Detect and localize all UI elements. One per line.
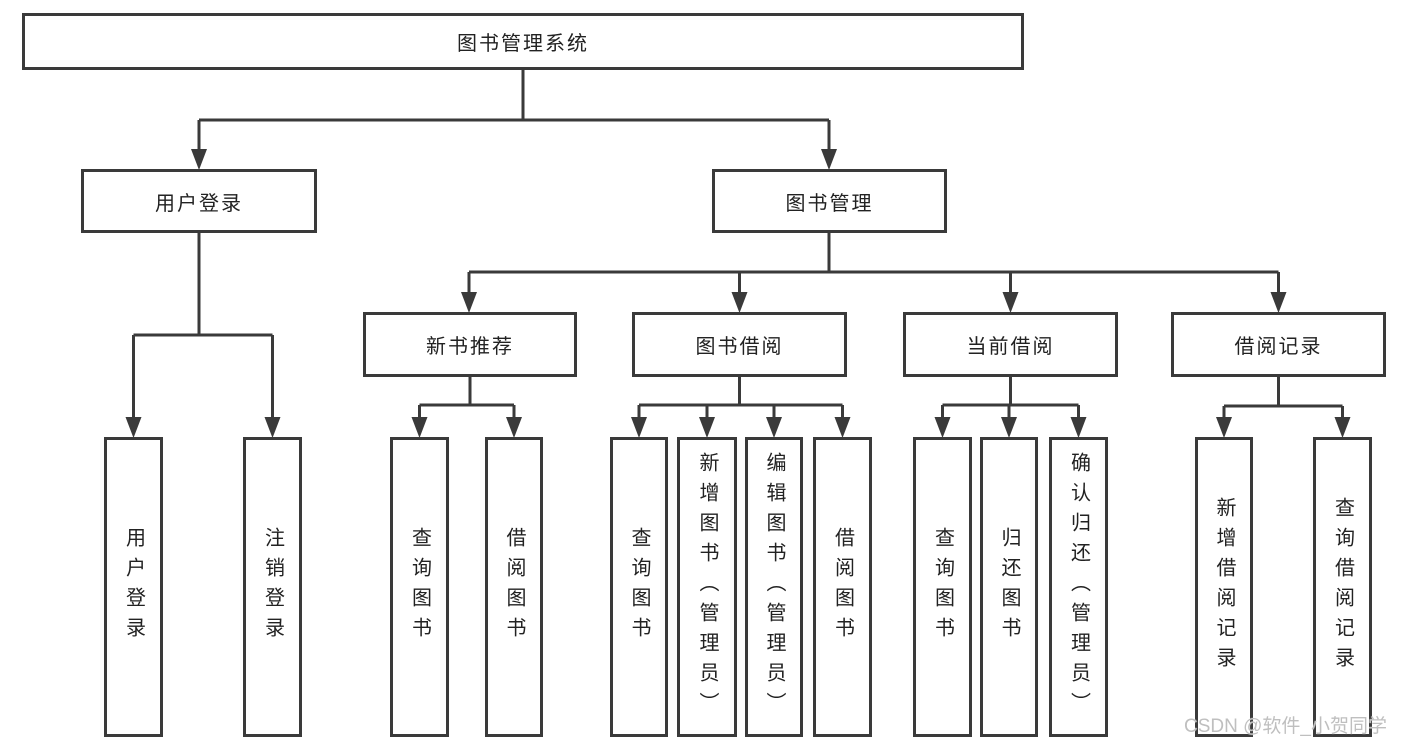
leaf-user-login-label: 用户登录 bbox=[122, 527, 145, 647]
leaf-query-books-current-label: 查询图书 bbox=[931, 527, 954, 647]
leaf-edit-book-admin: 编辑图书（管理员） bbox=[745, 437, 803, 737]
leaf-query-books-borrow-label: 查询图书 bbox=[628, 527, 650, 647]
leaf-return-books: 归还图书 bbox=[980, 437, 1038, 737]
leaf-query-borrow-record: 查询借阅记录 bbox=[1313, 437, 1372, 737]
leaf-borrow-books-recommend: 借阅图书 bbox=[485, 437, 543, 737]
node-book-management-label: 图书管理 bbox=[785, 192, 874, 215]
node-root: 图书管理系统 bbox=[22, 13, 1024, 70]
node-new-book-recommend: 新书推荐 bbox=[363, 312, 577, 377]
leaf-query-books-recommend: 查询图书 bbox=[390, 437, 449, 737]
leaf-borrow-books-borrow: 借阅图书 bbox=[813, 437, 872, 737]
node-root-label: 图书管理系统 bbox=[457, 33, 589, 55]
leaf-borrow-books-recommend-label: 借阅图书 bbox=[503, 527, 525, 647]
arrowheads bbox=[125, 149, 1351, 438]
leaf-user-login: 用户登录 bbox=[104, 437, 163, 737]
leaf-add-borrow-record-label: 新增借阅记录 bbox=[1213, 497, 1235, 677]
node-new-book-recommend-label: 新书推荐 bbox=[426, 336, 514, 358]
node-book-management: 图书管理 bbox=[712, 169, 947, 233]
leaf-query-books-recommend-label: 查询图书 bbox=[408, 527, 431, 647]
node-current-borrow-label: 当前借阅 bbox=[966, 336, 1055, 358]
tree-edges bbox=[132, 70, 1344, 419]
node-book-borrow: 图书借阅 bbox=[632, 312, 847, 377]
leaf-add-book-admin-label: 新增图书（管理员） bbox=[696, 452, 718, 722]
leaf-confirm-return-admin: 确认归还（管理员） bbox=[1049, 437, 1108, 737]
leaf-query-borrow-record-label: 查询借阅记录 bbox=[1331, 497, 1354, 677]
leaf-edit-book-admin-label: 编辑图书（管理员） bbox=[763, 452, 785, 722]
watermark: CSDN @软件_小贺同学 bbox=[1184, 716, 1387, 737]
leaf-return-books-label: 归还图书 bbox=[998, 527, 1020, 647]
node-borrow-records-label: 借阅记录 bbox=[1234, 336, 1323, 358]
leaf-add-borrow-record: 新增借阅记录 bbox=[1195, 437, 1253, 737]
leaf-query-books-borrow: 查询图书 bbox=[610, 437, 668, 737]
node-user-login-label: 用户登录 bbox=[155, 192, 243, 215]
leaf-query-books-current: 查询图书 bbox=[913, 437, 972, 737]
leaf-logout-login-label: 注销登录 bbox=[261, 527, 284, 647]
node-book-borrow-label: 图书借阅 bbox=[695, 336, 784, 358]
leaf-borrow-books-borrow-label: 借阅图书 bbox=[831, 527, 854, 647]
node-user-login: 用户登录 bbox=[81, 169, 317, 233]
leaf-confirm-return-admin-label: 确认归还（管理员） bbox=[1067, 452, 1090, 722]
node-current-borrow: 当前借阅 bbox=[903, 312, 1118, 377]
leaf-add-book-admin: 新增图书（管理员） bbox=[677, 437, 737, 737]
node-borrow-records: 借阅记录 bbox=[1171, 312, 1386, 377]
leaf-logout-login: 注销登录 bbox=[243, 437, 302, 737]
